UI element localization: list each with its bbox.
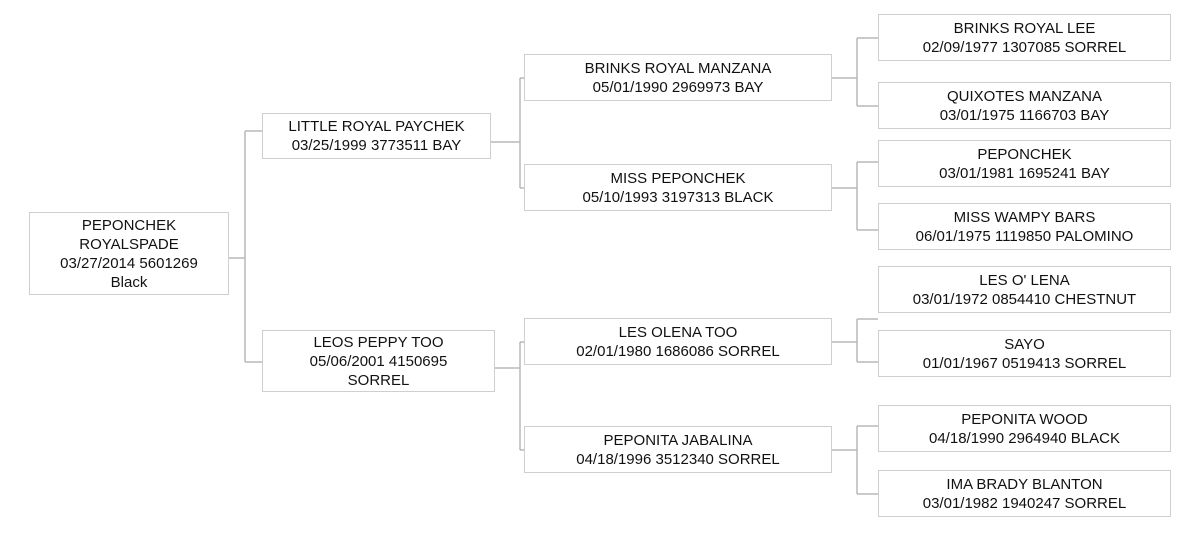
- ds-sire-box: LES O' LENA 03/01/1972 0854410 CHESTNUT: [878, 266, 1171, 313]
- subject-name-line2: ROYALSPADE: [79, 235, 179, 253]
- ss-dam-details: 03/01/1975 1166703 BAY: [939, 106, 1110, 124]
- dam-dam-name: PEPONITA JABALINA: [603, 431, 753, 449]
- sd-dam-name: MISS WAMPY BARS: [953, 208, 1096, 226]
- subject-name-line1: PEPONCHEK: [81, 216, 177, 234]
- dam-details: 05/06/2001 4150695: [309, 352, 448, 370]
- sd-sire-box: PEPONCHEK 03/01/1981 1695241 BAY: [878, 140, 1171, 187]
- dam-box: LEOS PEPPY TOO 05/06/2001 4150695 SORREL: [262, 330, 495, 392]
- dd-dam-details: 03/01/1982 1940247 SORREL: [922, 494, 1127, 512]
- subject-registration: 03/27/2014 5601269: [60, 254, 198, 272]
- sire-sire-details: 05/01/1990 2969973 BAY: [592, 78, 764, 96]
- sire-sire-name: BRINKS ROYAL MANZANA: [584, 59, 772, 77]
- sire-box: LITTLE ROYAL PAYCHEK 03/25/1999 3773511 …: [262, 113, 491, 159]
- dd-sire-details: 04/18/1990 2964940 BLACK: [929, 429, 1120, 447]
- dam-sire-box: LES OLENA TOO 02/01/1980 1686086 SORREL: [524, 318, 832, 365]
- dd-sire-name: PEPONITA WOOD: [961, 410, 1088, 428]
- dam-dam-box: PEPONITA JABALINA 04/18/1996 3512340 SOR…: [524, 426, 832, 473]
- dd-dam-name: IMA BRADY BLANTON: [946, 475, 1103, 493]
- sire-dam-name: MISS PEPONCHEK: [610, 169, 746, 187]
- ss-sire-name: BRINKS ROYAL LEE: [953, 19, 1096, 37]
- dam-name: LEOS PEPPY TOO: [313, 333, 444, 351]
- sire-details: 03/25/1999 3773511 BAY: [291, 137, 462, 154]
- sd-dam-details: 06/01/1975 1119850 PALOMINO: [915, 227, 1134, 245]
- dam-sire-name: LES OLENA TOO: [618, 323, 738, 341]
- sd-sire-details: 03/01/1981 1695241 BAY: [939, 164, 1110, 182]
- sire-dam-box: MISS PEPONCHEK 05/10/1993 3197313 BLACK: [524, 164, 832, 211]
- dam-sire-details: 02/01/1980 1686086 SORREL: [576, 342, 780, 360]
- ss-sire-box: BRINKS ROYAL LEE 02/09/1977 1307085 SORR…: [878, 14, 1171, 61]
- subject-color: Black: [110, 273, 148, 291]
- ds-dam-details: 01/01/1967 0519413 SORREL: [922, 354, 1127, 372]
- sire-dam-details: 05/10/1993 3197313 BLACK: [582, 188, 774, 206]
- ds-sire-details: 03/01/1972 0854410 CHESTNUT: [912, 290, 1137, 308]
- dam-color: SORREL: [347, 371, 410, 389]
- ss-sire-details: 02/09/1977 1307085 SORREL: [922, 38, 1127, 56]
- sire-name: LITTLE ROYAL PAYCHEK: [288, 118, 465, 135]
- sire-sire-box: BRINKS ROYAL MANZANA 05/01/1990 2969973 …: [524, 54, 832, 101]
- ss-dam-box: QUIXOTES MANZANA 03/01/1975 1166703 BAY: [878, 82, 1171, 129]
- ds-dam-name: SAYO: [1004, 335, 1045, 353]
- ss-dam-name: QUIXOTES MANZANA: [946, 87, 1103, 105]
- ds-dam-box: SAYO 01/01/1967 0519413 SORREL: [878, 330, 1171, 377]
- dam-dam-details: 04/18/1996 3512340 SORREL: [576, 450, 780, 468]
- ds-sire-name: LES O' LENA: [979, 271, 1070, 289]
- dd-sire-box: PEPONITA WOOD 04/18/1990 2964940 BLACK: [878, 405, 1171, 452]
- dd-dam-box: IMA BRADY BLANTON 03/01/1982 1940247 SOR…: [878, 470, 1171, 517]
- sd-dam-box: MISS WAMPY BARS 06/01/1975 1119850 PALOM…: [878, 203, 1171, 250]
- sd-sire-name: PEPONCHEK: [977, 145, 1072, 163]
- subject-horse-box: PEPONCHEK ROYALSPADE 03/27/2014 5601269 …: [29, 212, 229, 295]
